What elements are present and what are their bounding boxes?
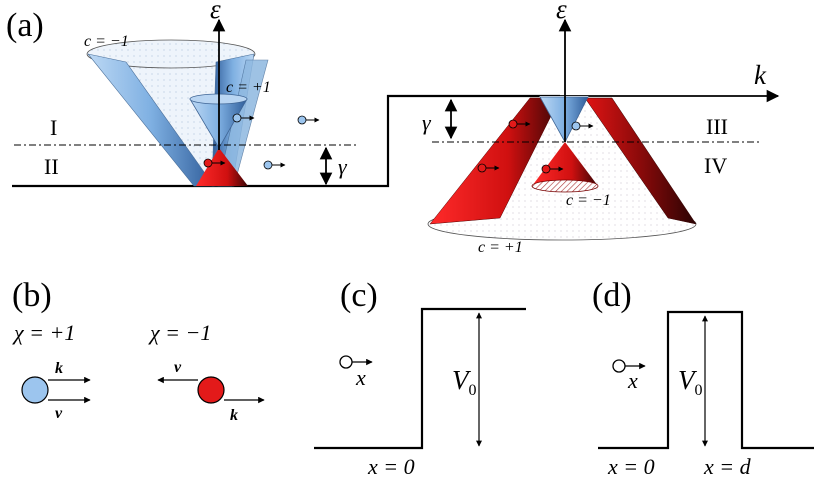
panel-c-label: (c): [340, 277, 378, 314]
panel-d-label: (d): [592, 277, 632, 314]
particle-blue: [297, 115, 307, 125]
particle-red: [541, 164, 551, 174]
region-III-label: III: [706, 114, 728, 139]
right-particles: [477, 119, 594, 174]
square-barrier-line: [598, 310, 814, 450]
particle-chi-plus: [21, 376, 49, 404]
position-label: x = 0: [367, 454, 415, 479]
right-inner-cone-label: c = −1: [566, 192, 611, 209]
panel-c: (c) V0 x x = 0: [314, 277, 526, 479]
left-gamma-label: γ: [338, 154, 348, 179]
particle-red: [203, 158, 213, 168]
right-cone-structure: [427, 96, 697, 241]
right-outer-cone-label: c = +1: [478, 239, 523, 256]
chirality-minus-label: χ = −1: [148, 320, 211, 345]
left-particles: [203, 113, 320, 170]
right-inner-cone-base: [531, 179, 599, 193]
chirality-plus-label: χ = +1: [12, 320, 75, 345]
position-left-label: x = 0: [607, 454, 655, 479]
barrier-height-label: V0: [452, 365, 477, 399]
panel-a-label: (a): [6, 7, 44, 44]
region-I-label: I: [50, 115, 57, 140]
v-vector-label: v⃗: [174, 359, 194, 376]
v-vector-label: v⃗: [55, 405, 75, 422]
incident-particle: [339, 355, 353, 369]
region-II-label: II: [44, 154, 59, 179]
k-axis-label: k: [754, 60, 767, 90]
particle-label: x: [355, 365, 366, 390]
panel-a: (a) k ε c = −1 c = +1 I II γ: [6, 0, 780, 256]
left-outer-cone-label: c = −1: [84, 33, 129, 50]
particle-label: x: [627, 368, 638, 393]
step-barrier-line: [314, 307, 526, 450]
right-energy-label: ε: [556, 0, 567, 24]
right-inner-cone-red: [532, 142, 598, 186]
particle-red: [508, 119, 518, 129]
right-gamma-label: γ: [422, 110, 432, 135]
k-vector-label: k⃗: [55, 360, 75, 377]
particle-blue: [263, 160, 273, 170]
region-IV-label: IV: [704, 153, 727, 178]
left-red-cone: [196, 148, 248, 186]
particle-red: [477, 163, 487, 173]
k-vector-label: k⃗: [230, 407, 250, 424]
panel-b-label: (b): [12, 277, 52, 314]
right-red-right-band: [584, 97, 697, 225]
particle-chi-minus: [197, 376, 225, 404]
left-inner-cone-label: c = +1: [226, 79, 271, 96]
barrier-height-label: V0: [678, 365, 703, 399]
left-energy-label: ε: [210, 0, 221, 24]
position-right-label: x = d: [703, 454, 752, 479]
right-inner-cone-blue: [539, 96, 589, 143]
particle-blue: [571, 121, 581, 131]
panel-d: (d) V0 x x = 0 x = d: [592, 277, 814, 479]
left-cone-structure: [86, 39, 269, 187]
left-outer-cone-top: [86, 39, 256, 69]
particle-blue: [232, 113, 242, 123]
panel-b: (b) χ = +1 k⃗ v⃗ χ = −1 v⃗ k⃗: [12, 277, 265, 424]
incident-particle: [612, 359, 626, 373]
